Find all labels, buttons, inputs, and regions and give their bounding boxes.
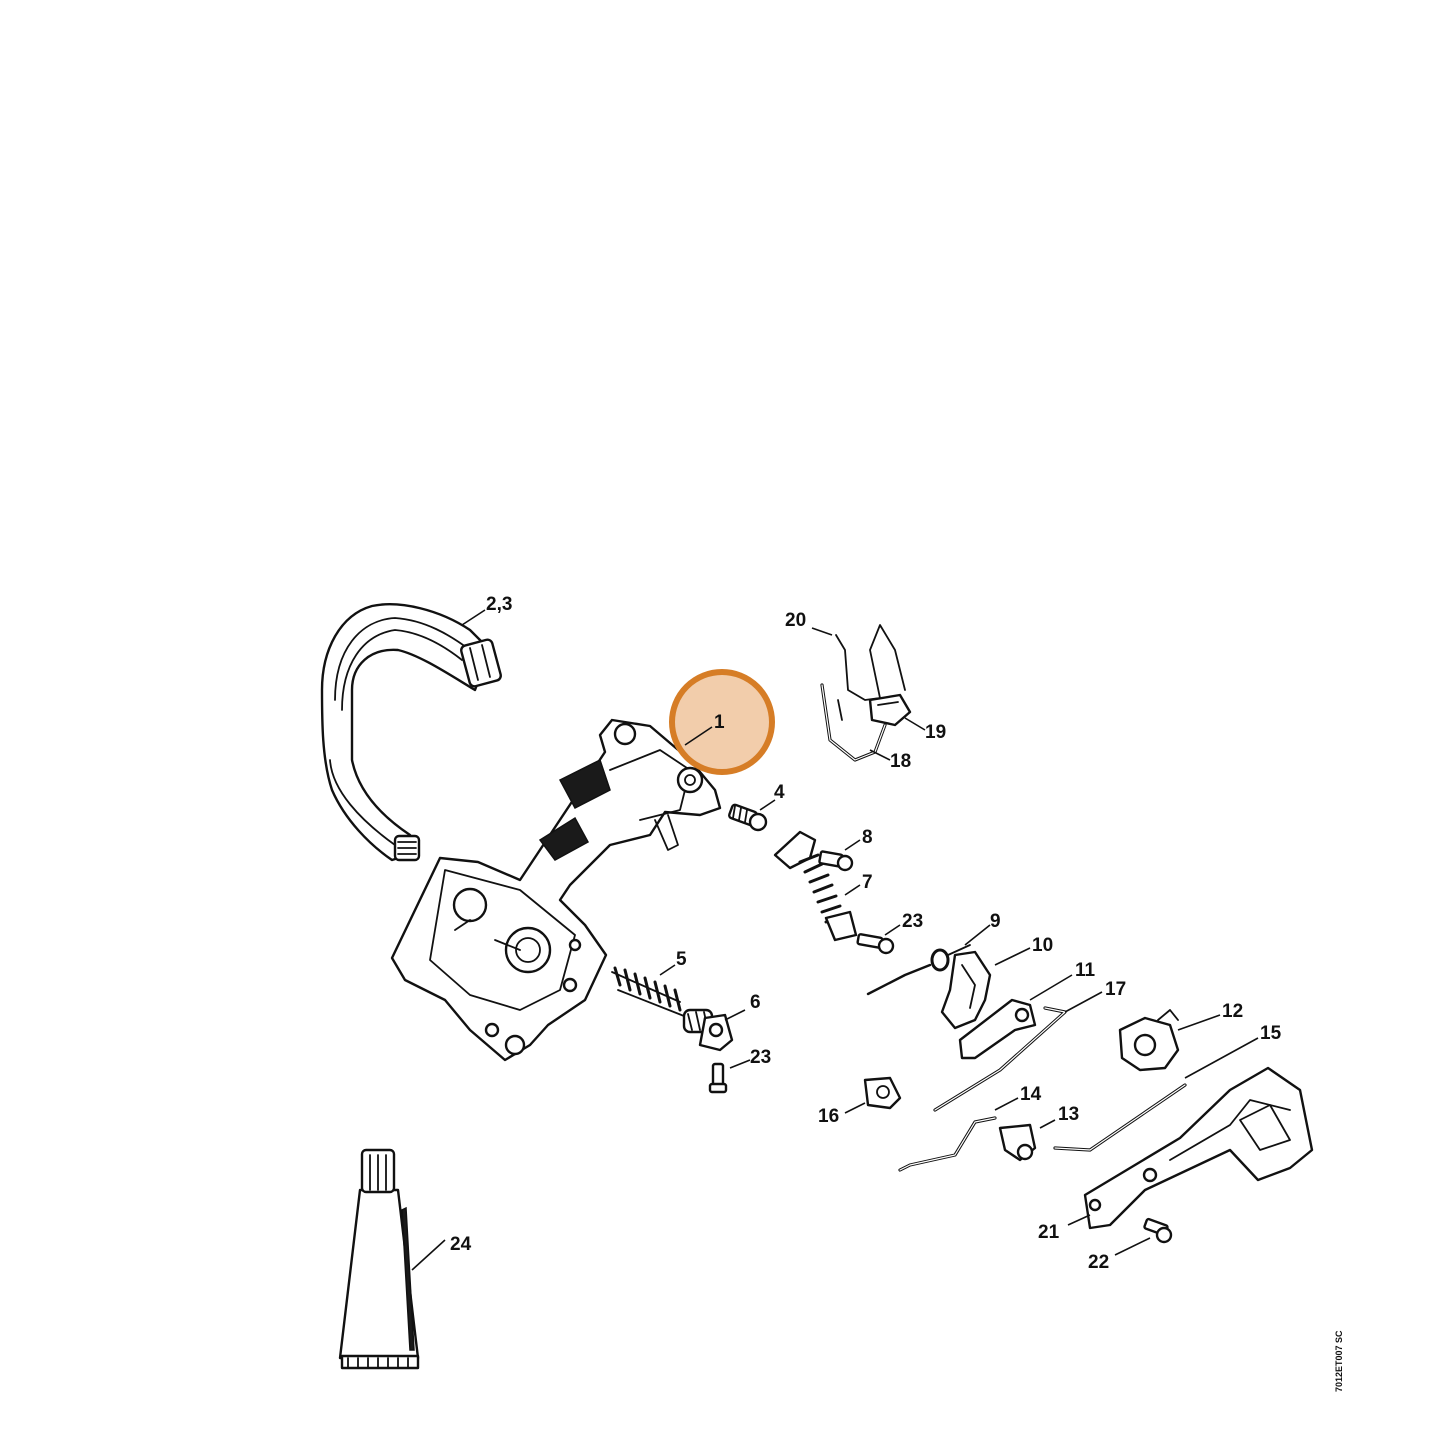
- grease-tube-24-part[interactable]: [338, 1148, 420, 1370]
- callout-10: 10: [1032, 935, 1053, 956]
- callout-8: 8: [862, 827, 873, 848]
- callout-15: 15: [1260, 1023, 1282, 1044]
- screw-23-lower-part[interactable]: [708, 1062, 728, 1094]
- short-circuit-wire-19-part[interactable]: [868, 693, 912, 727]
- trigger-interlock-11-part[interactable]: [958, 998, 1037, 1060]
- rod-15-part[interactable]: [1053, 1083, 1187, 1152]
- callout-7: 7: [862, 872, 873, 893]
- callout-23-lower: 23: [750, 1047, 771, 1068]
- callout-9: 9: [990, 911, 1001, 932]
- spring-7-part[interactable]: [773, 830, 858, 942]
- callout-17: 17: [1105, 979, 1126, 1000]
- callout-13: 13: [1058, 1104, 1079, 1125]
- callout-20: 20: [785, 610, 806, 631]
- callout-23-middle: 23: [902, 911, 923, 932]
- torsion-spring-9-part[interactable]: [866, 944, 971, 996]
- callout-2-3: 2,3: [486, 594, 512, 615]
- callout-21: 21: [1038, 1222, 1060, 1243]
- drawing-code: 7012ET007 SC: [1334, 1330, 1344, 1392]
- callout-4: 4: [774, 782, 785, 803]
- spring-5-part[interactable]: [611, 966, 685, 1017]
- callout-16: 16: [818, 1106, 839, 1127]
- callout-1: 1: [714, 712, 725, 733]
- callout-6: 6: [750, 992, 761, 1013]
- leader-lines: [411, 609, 1259, 1271]
- callout-18: 18: [890, 751, 911, 772]
- handlebar-part[interactable]: [320, 603, 502, 862]
- bracket-16-part[interactable]: [863, 1076, 902, 1110]
- callout-24: 24: [450, 1234, 472, 1255]
- rear-handle-housing-part[interactable]: [390, 718, 722, 1062]
- screw-4-part[interactable]: [728, 803, 768, 832]
- screw-23-middle-part[interactable]: [856, 933, 895, 955]
- interlock-6-part[interactable]: [682, 1008, 734, 1052]
- part-1-highlight: [669, 669, 775, 775]
- callout-14: 14: [1020, 1084, 1042, 1105]
- callout-11: 11: [1075, 960, 1096, 981]
- callout-5: 5: [676, 949, 687, 970]
- screw-8-part[interactable]: [818, 850, 854, 872]
- wiring-harness-18-part[interactable]: [820, 683, 887, 762]
- screw-22-part[interactable]: [1143, 1217, 1173, 1244]
- throttle-trigger-10-part[interactable]: [940, 950, 992, 1030]
- switch-12-part[interactable]: [1118, 1009, 1180, 1072]
- callout-12: 12: [1222, 1001, 1243, 1022]
- callout-22: 22: [1088, 1252, 1109, 1273]
- lever-13-part[interactable]: [998, 1123, 1037, 1162]
- contact-spring-20-part[interactable]: [835, 624, 906, 701]
- rod-17-part[interactable]: [933, 1006, 1067, 1112]
- callout-19: 19: [925, 722, 946, 743]
- rod-14-part[interactable]: [898, 1116, 997, 1172]
- handle-molding-21-part[interactable]: [1083, 1066, 1314, 1230]
